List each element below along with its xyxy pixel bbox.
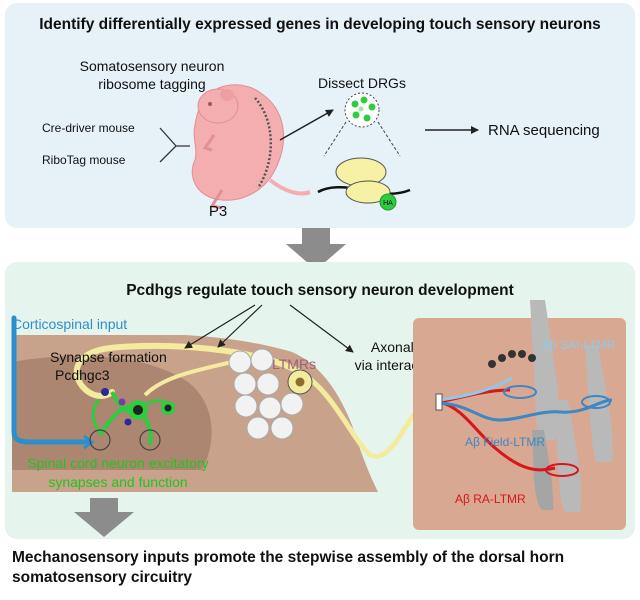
zoom-line-left <box>323 121 347 157</box>
synapse-circle-left <box>89 429 111 451</box>
sai-ltmr-label: Aβ SAI-LTMR <box>542 338 616 352</box>
flow-arrow-down-2 <box>74 498 134 537</box>
ra-ltmr-fiber <box>439 400 556 472</box>
arrow-to-synapse <box>184 304 256 349</box>
corticospinal-label: Corticospinal input <box>12 316 127 332</box>
age-label: P3 <box>209 203 227 220</box>
ha-tag-label: HA <box>383 200 393 207</box>
mouse-to-dissect-arrow <box>279 109 334 141</box>
ltmr-central-branch <box>143 358 241 397</box>
arrow-to-ltmr-fiber <box>217 304 263 348</box>
ltmr-entry-marker <box>435 393 443 411</box>
cre-driver-label: Cre-driver mouse <box>42 121 135 135</box>
merkel-cell-cluster <box>488 350 536 368</box>
synapse-formation-label: Synapse formation <box>50 349 167 365</box>
field-ending-ring-1 <box>503 385 537 399</box>
arrow-to-axonal <box>289 304 354 353</box>
bottom-panel-title: Pcdhgs regulate touch sensory neuron dev… <box>126 282 514 299</box>
ltmr-nucleus <box>295 377 305 387</box>
pup-mouse-icon <box>191 84 311 210</box>
corticospinal-terminal <box>83 434 95 450</box>
tagging-label-line1: Somatosensory neuron <box>80 58 225 74</box>
corticospinal-fiber <box>11 315 91 445</box>
top-panel-title: Identify differentially expressed genes … <box>39 16 601 33</box>
ha-tag-icon <box>379 193 397 211</box>
spinal-function-line2: synapses and function <box>48 474 187 490</box>
spinal-function-line1: Spinal cord neuron excitatory <box>27 455 208 471</box>
conclusion-line1: Mechanosensory inputs promote the stepwi… <box>12 549 564 566</box>
pcdhgc3-label: Pcdhgc3 <box>55 367 110 383</box>
top-panel-background <box>5 3 635 228</box>
ltmrs-label: LTMRs <box>272 356 316 372</box>
ribosome-icon <box>317 157 411 204</box>
ra-ltmr-label: Aβ RA-LTMR <box>455 492 526 506</box>
field-ltmr-label: Aβ Field-LTMR <box>465 435 545 449</box>
drg-cell-cluster <box>228 348 304 440</box>
field-ending-ring-2 <box>581 395 611 409</box>
drg-cluster-icon <box>344 92 380 128</box>
conclusion-line2: somatosensory circuitry <box>12 569 192 586</box>
dissect-label: Dissect DRGs <box>318 75 406 91</box>
zoom-line-right <box>377 121 401 157</box>
sai-ltmr-fiber <box>439 376 513 402</box>
ra-ending-ring <box>545 463 579 477</box>
synapse-circle-right <box>139 429 161 451</box>
tagging-label-line2: ribosome tagging <box>98 76 205 92</box>
cross-bracket <box>159 127 190 163</box>
rnaseq-label: RNA sequencing <box>488 122 600 139</box>
flow-arrow-down <box>286 228 346 270</box>
spinal-circuit <box>91 388 175 446</box>
ribotag-label: RiboTag mouse <box>42 153 126 167</box>
